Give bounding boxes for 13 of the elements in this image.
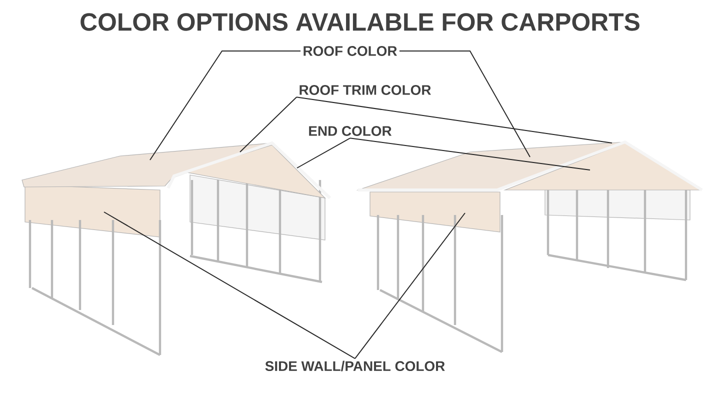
leader-line: [104, 212, 356, 360]
label-text: ROOF TRIM COLOR: [300, 85, 431, 95]
leader-line: [296, 138, 350, 168]
leader-line: [354, 212, 466, 360]
leader-line: [240, 96, 298, 152]
leader-line: [398, 50, 530, 158]
leader-line: [150, 50, 302, 160]
title: COLOR OPTIONS AVAILABLE FOR CARPORTS: [80, 13, 640, 31]
label-text: ROOF COLOR: [304, 46, 397, 56]
leader-line: [296, 96, 612, 144]
leader-line: [350, 138, 590, 170]
label-text: SIDE WALL/PANEL COLOR: [265, 360, 445, 372]
label-text: END COLOR: [309, 126, 392, 136]
